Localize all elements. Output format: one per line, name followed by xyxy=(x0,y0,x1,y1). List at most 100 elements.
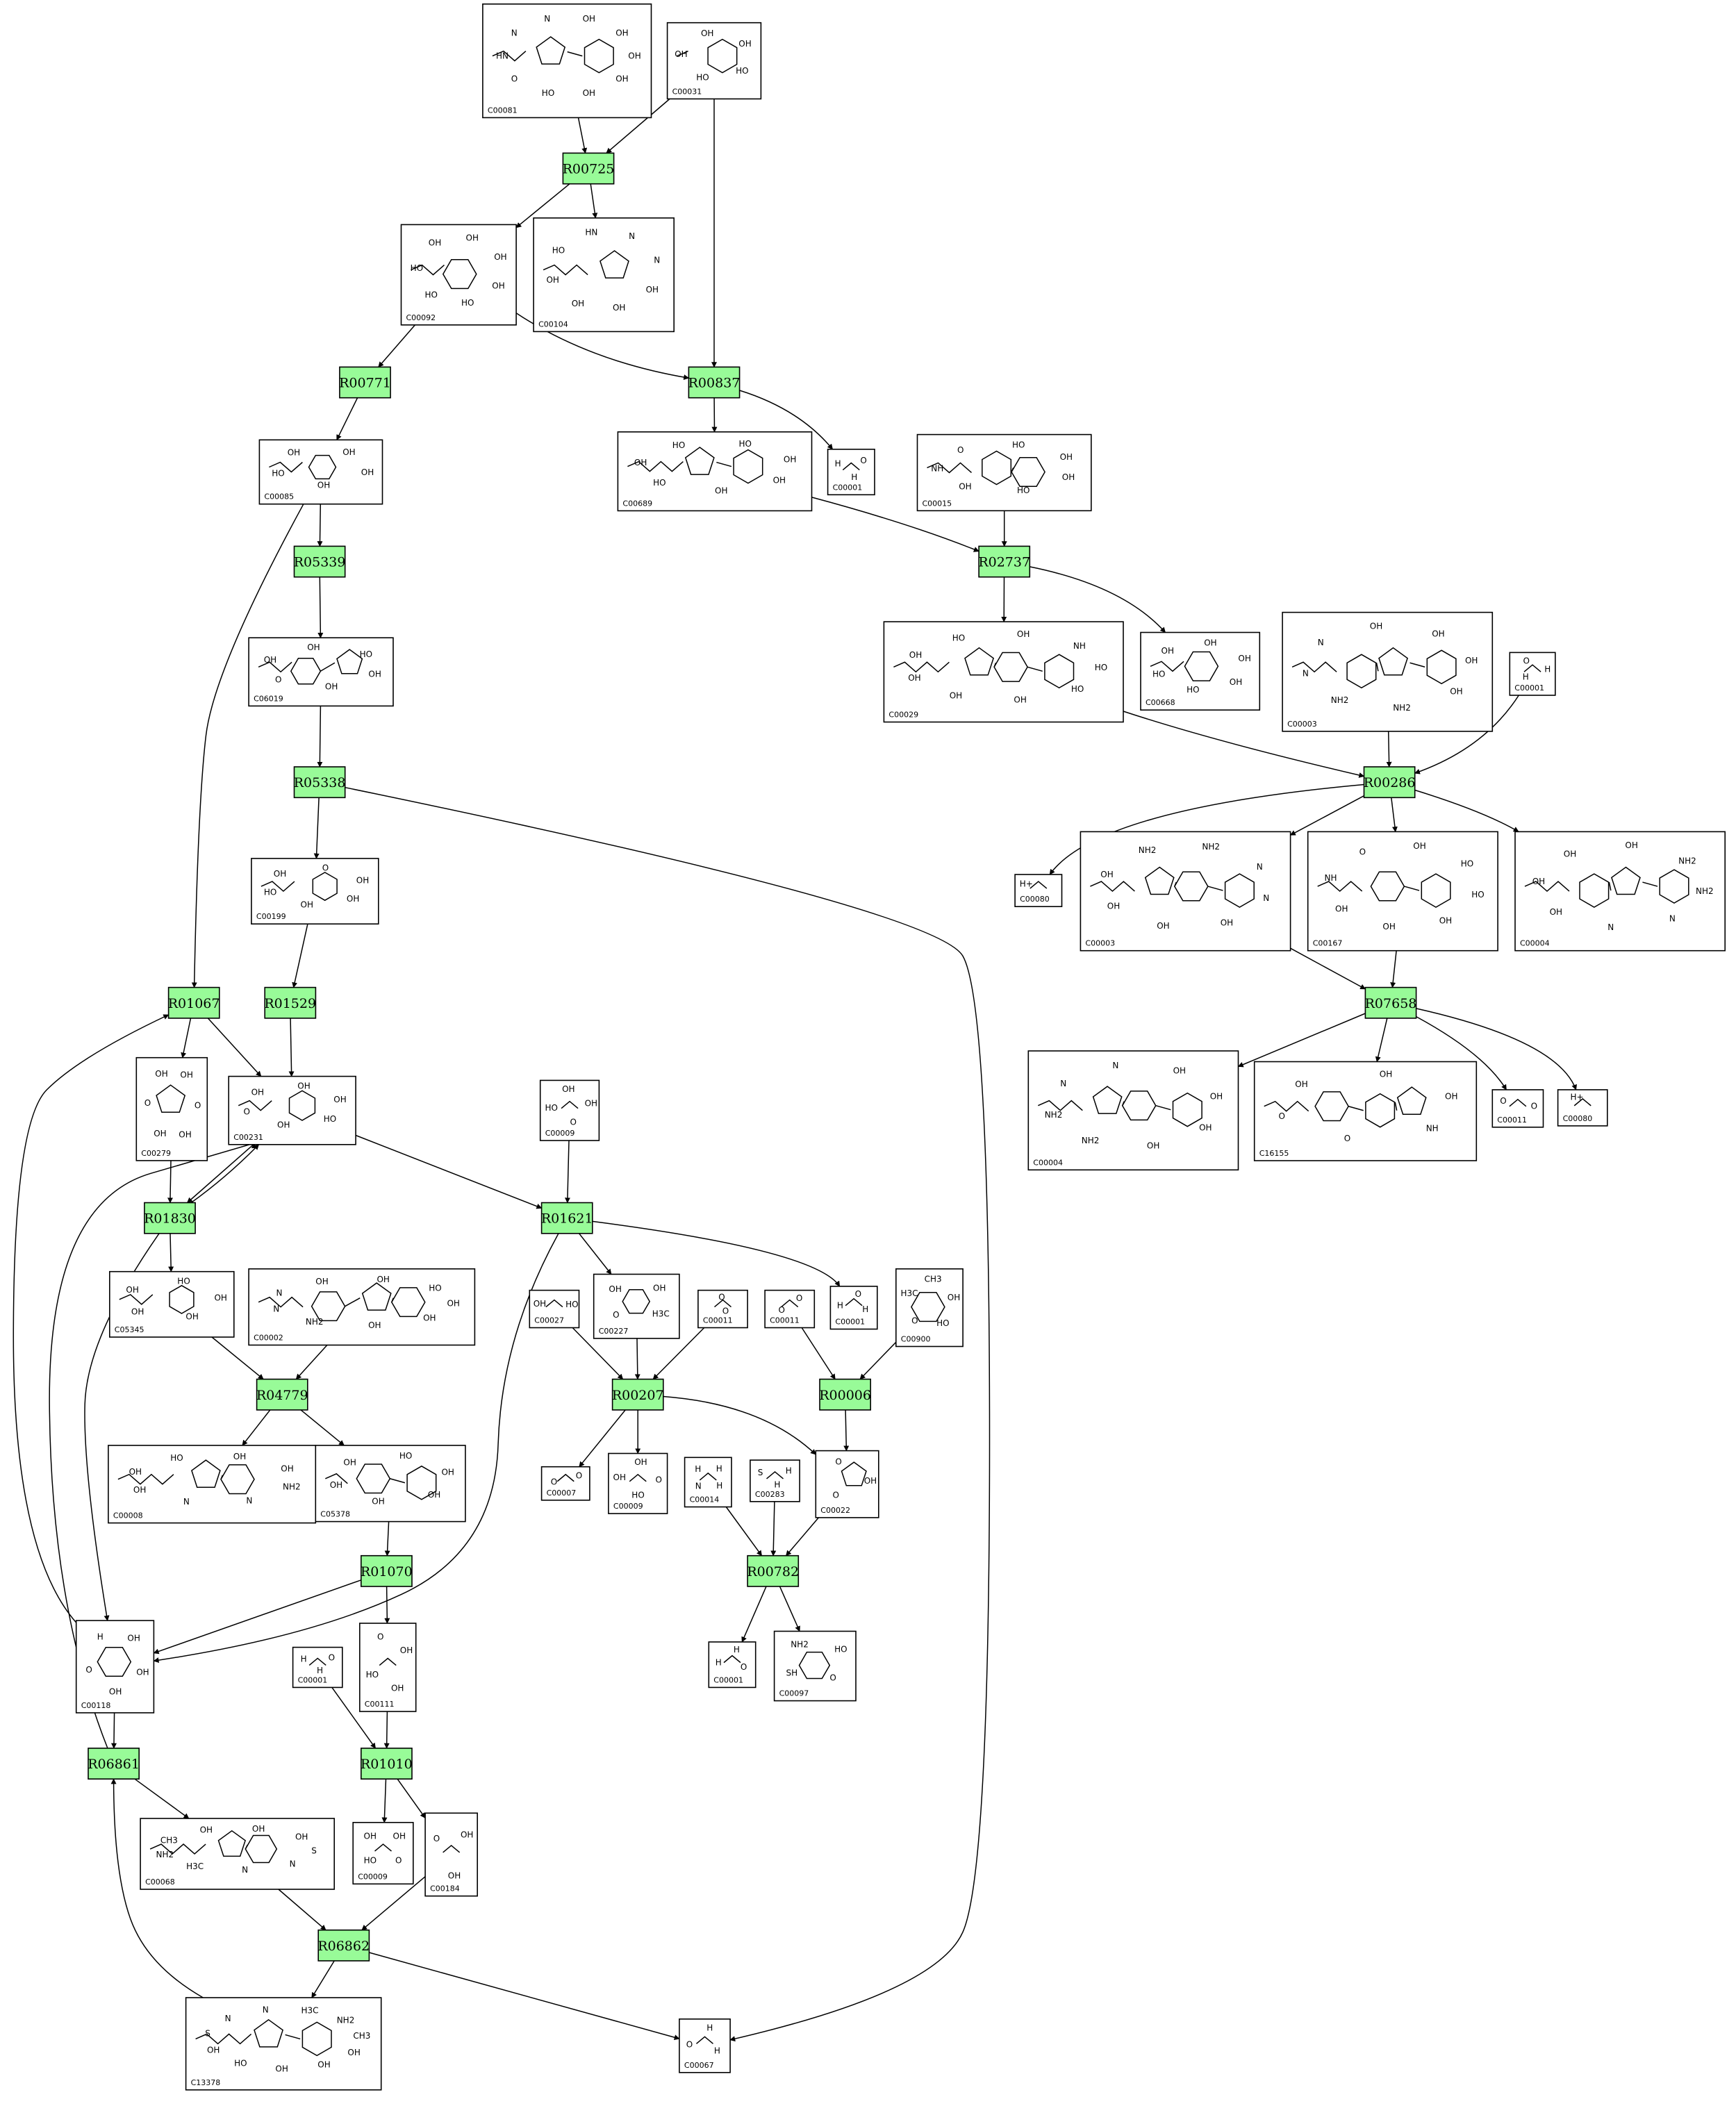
atom-label: OH xyxy=(215,1293,227,1302)
compound-node[interactable]: H+C00080 xyxy=(1557,1089,1608,1127)
reaction-arrow xyxy=(311,1960,335,1998)
atom-label: OH xyxy=(1370,622,1382,631)
reaction-node[interactable]: R02737 xyxy=(978,545,1031,578)
atom-label: OH xyxy=(391,1683,404,1693)
atom-label: OH xyxy=(715,486,727,496)
compound-box xyxy=(482,3,652,119)
reaction-node[interactable]: R01010 xyxy=(361,1748,413,1780)
reaction-arrow xyxy=(725,1507,763,1557)
atom-label: HO xyxy=(545,1103,558,1113)
reaction-node[interactable]: R01067 xyxy=(168,986,220,1019)
atom-label: CH3 xyxy=(160,1835,178,1845)
compound-id-label: C00080 xyxy=(1020,895,1050,904)
reaction-node[interactable]: R00771 xyxy=(339,366,391,399)
atom-label: OH xyxy=(738,39,751,49)
reaction-node[interactable]: R01070 xyxy=(361,1554,413,1587)
reaction-node[interactable]: R06861 xyxy=(88,1748,140,1780)
atom-label: H3C xyxy=(652,1309,670,1319)
reaction-node[interactable]: R00725 xyxy=(562,152,615,185)
compound-node[interactable]: H+C00080 xyxy=(1014,874,1063,908)
compound-id-label: C00097 xyxy=(779,1689,809,1698)
reaction-arrow xyxy=(606,98,670,154)
reaction-node[interactable]: R00207 xyxy=(611,1378,664,1411)
reaction-node[interactable]: R07658 xyxy=(1364,986,1417,1019)
reaction-arrow xyxy=(13,1014,170,1623)
reaction-node[interactable]: R04779 xyxy=(256,1378,308,1411)
reaction-node[interactable]: R01830 xyxy=(144,1202,196,1234)
atom-label: H xyxy=(301,1655,307,1664)
reaction-node[interactable]: R00782 xyxy=(747,1554,800,1587)
atom-label: HO xyxy=(739,439,752,449)
atom-label: OH xyxy=(1017,629,1030,639)
compound-id-label: C00227 xyxy=(599,1327,629,1336)
compound-box xyxy=(258,439,383,505)
reaction-box xyxy=(540,1202,593,1234)
structure-drawing: HOH xyxy=(716,1645,747,1672)
reaction-node[interactable]: R00286 xyxy=(1363,766,1416,799)
atom-label: HO xyxy=(1012,440,1025,450)
compound-id-label: C00001 xyxy=(833,483,863,492)
atom-label: OH xyxy=(1564,849,1576,859)
atom-label: O xyxy=(1344,1134,1350,1143)
reaction-node[interactable]: R00837 xyxy=(688,366,741,399)
reaction-node[interactable]: R05338 xyxy=(293,766,346,799)
reaction-node[interactable]: R01621 xyxy=(540,1202,593,1234)
reaction-node[interactable]: R00006 xyxy=(819,1378,871,1411)
reaction-node[interactable]: R05339 xyxy=(293,545,346,578)
reaction-node[interactable]: R01529 xyxy=(264,986,317,1019)
reaction-node[interactable]: R06862 xyxy=(317,1929,370,1962)
atom-label: OH xyxy=(948,1293,960,1302)
atom-label: OH xyxy=(1335,904,1348,914)
